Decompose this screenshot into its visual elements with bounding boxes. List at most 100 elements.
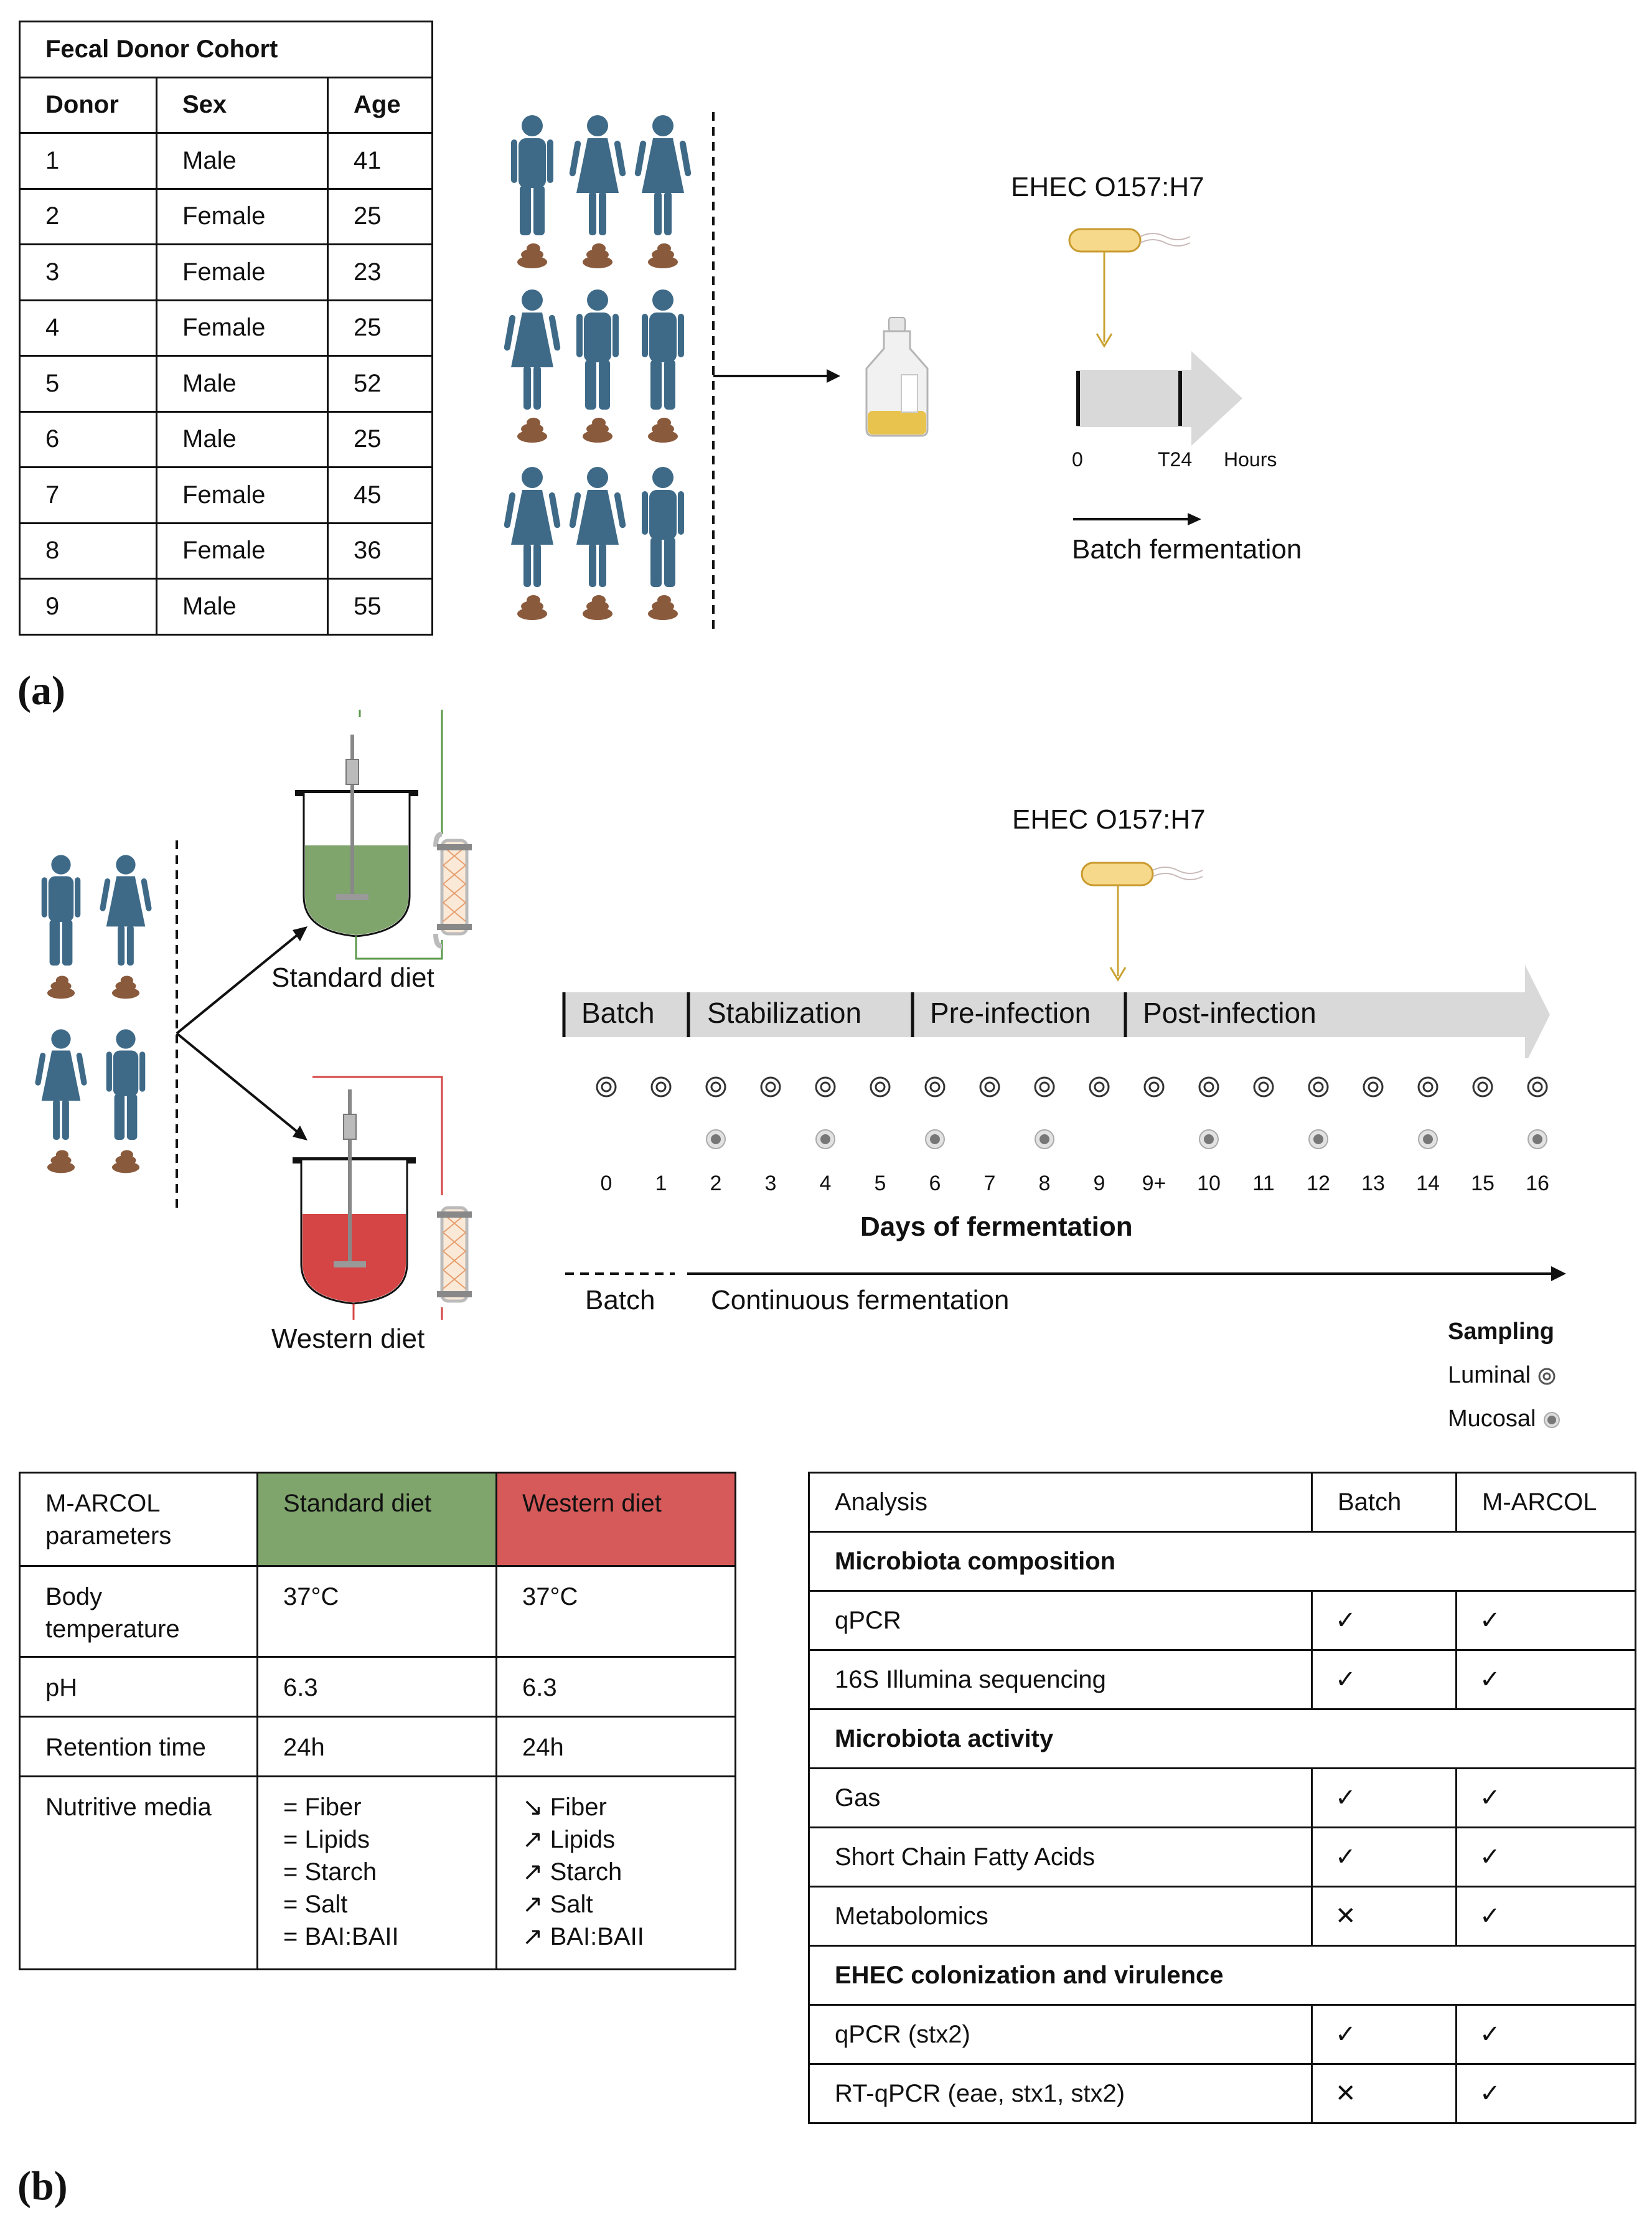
western-value: 6.3 bbox=[495, 1656, 736, 1718]
analysis-name: Metabolomics bbox=[808, 1886, 1313, 1947]
param-label: pH bbox=[19, 1656, 258, 1718]
standard-value: 37°C bbox=[256, 1565, 497, 1658]
donor-figures bbox=[504, 115, 692, 620]
analysis-name: 16S Illumina sequencing bbox=[808, 1649, 1313, 1710]
donor-age: 25 bbox=[327, 410, 433, 468]
mucosal-sample-marker bbox=[1035, 1129, 1054, 1149]
donor-id: 4 bbox=[19, 299, 157, 357]
batch-mark: ✓ bbox=[1311, 1826, 1457, 1887]
luminal-sample-marker bbox=[1363, 1076, 1384, 1098]
donor-id: 1 bbox=[19, 132, 157, 190]
standard-diet-header: Standard diet bbox=[256, 1472, 497, 1567]
marcol-header: M-ARCOL bbox=[1455, 1472, 1636, 1533]
standard-value: 6.3 bbox=[256, 1656, 497, 1718]
western-diet-label: Western diet bbox=[271, 1323, 425, 1354]
donor-sex: Female bbox=[156, 299, 329, 357]
mucosal-icon bbox=[1544, 1411, 1560, 1428]
marcol-mark: ✓ bbox=[1455, 1886, 1636, 1947]
bottle-icon bbox=[865, 317, 929, 437]
donor-sex: Female bbox=[156, 243, 329, 301]
timeline-strain-label: EHEC O157:H7 bbox=[1012, 804, 1206, 835]
batch-mark: ✓ bbox=[1311, 1767, 1457, 1828]
western-diet-header: Western diet bbox=[495, 1472, 736, 1567]
luminal-sample-marker bbox=[760, 1076, 781, 1098]
western-value: 37°C bbox=[495, 1565, 736, 1658]
donor-age: 23 bbox=[327, 243, 433, 301]
donor-id: 3 bbox=[19, 243, 157, 301]
section-title: Microbiota composition bbox=[808, 1531, 1636, 1592]
param-label: Body temperature bbox=[19, 1565, 258, 1658]
analysis-row: qPCR (stx2)✓✓ bbox=[808, 2004, 1636, 2065]
donor-age: 52 bbox=[327, 355, 433, 413]
mucosal-sample-marker bbox=[1418, 1129, 1438, 1149]
analysis-name: qPCR (stx2) bbox=[808, 2004, 1313, 2065]
marcol-mark: ✓ bbox=[1455, 1826, 1636, 1887]
mucosal-sample-marker bbox=[815, 1129, 835, 1149]
sampling-legend-title: Sampling bbox=[1448, 1319, 1555, 1345]
luminal-sample-marker bbox=[815, 1076, 836, 1098]
day-tick-label: 7 bbox=[983, 1172, 996, 1195]
donor-id: 9 bbox=[19, 578, 157, 636]
sampling-markers bbox=[596, 1076, 1548, 1149]
batch-mark: ✕ bbox=[1311, 2063, 1457, 2124]
luminal-icon bbox=[1538, 1368, 1556, 1385]
luminal-sample-marker bbox=[596, 1076, 617, 1098]
day-tick-label: 9 bbox=[1093, 1172, 1105, 1195]
batch-legend-arrow bbox=[1073, 513, 1201, 525]
bacterium-icon-b bbox=[1081, 862, 1203, 886]
western-reactor-icon bbox=[293, 1076, 472, 1320]
sex-header: Sex bbox=[156, 76, 329, 134]
donor-sex: Male bbox=[156, 355, 329, 413]
continuous-phase-label: Continuous fermentation bbox=[711, 1285, 1010, 1315]
day-tick-label: 10 bbox=[1197, 1172, 1221, 1195]
bioreactors bbox=[176, 710, 472, 1320]
day-tick-label: 14 bbox=[1416, 1172, 1440, 1195]
batch-unit-label: Hours bbox=[1224, 448, 1277, 471]
western-value: ↘ Fiber ↗ Lipids ↗ Starch ↗ Salt ↗ BAI:B… bbox=[495, 1775, 736, 1970]
mucosal-legend: Mucosal bbox=[1448, 1406, 1561, 1432]
luminal-sample-marker bbox=[1198, 1076, 1219, 1098]
day-tick-label: 15 bbox=[1471, 1172, 1495, 1195]
day-tick-label: 12 bbox=[1307, 1172, 1330, 1195]
params-header: M-ARCOL parameters bbox=[19, 1472, 258, 1567]
section-row: Microbiota activity bbox=[808, 1708, 1636, 1769]
donor-id: 5 bbox=[19, 355, 157, 413]
age-header: Age bbox=[327, 76, 433, 134]
marcol-parameters-table: M-ARCOL parameters Standard diet Western… bbox=[19, 1472, 736, 1970]
segment-batch: Batch bbox=[581, 997, 655, 1029]
standard-diet-label: Standard diet bbox=[271, 962, 434, 993]
section-row: EHEC colonization and virulence bbox=[808, 1945, 1636, 2006]
day-tick-label: 11 bbox=[1252, 1172, 1275, 1195]
luminal-sample-marker bbox=[924, 1076, 946, 1098]
day-tick-label: 0 bbox=[600, 1172, 612, 1195]
analysis-row: qPCR✓✓ bbox=[808, 1590, 1636, 1651]
donor-age: 55 bbox=[327, 578, 433, 636]
batch-mark: ✓ bbox=[1311, 1649, 1457, 1710]
day-tick-label: 16 bbox=[1526, 1172, 1549, 1195]
western-value: 24h bbox=[495, 1716, 736, 1777]
mucosal-sample-marker bbox=[1308, 1129, 1328, 1149]
luminal-sample-marker bbox=[1034, 1076, 1055, 1098]
analysis-row: 16S Illumina sequencing✓✓ bbox=[808, 1649, 1636, 1710]
standard-value: = Fiber = Lipids = Starch = Salt = BAI:B… bbox=[256, 1775, 497, 1970]
standard-value: 24h bbox=[256, 1716, 497, 1777]
day-tick-label: 5 bbox=[874, 1172, 886, 1195]
analysis-header: Analysis bbox=[808, 1472, 1313, 1533]
mucosal-legend-label: Mucosal bbox=[1448, 1406, 1536, 1432]
standard-reactor-icon bbox=[295, 710, 472, 960]
donor-table-caption: Fecal Donor Cohort bbox=[19, 21, 433, 78]
batch-timeline bbox=[1068, 228, 1242, 446]
luminal-sample-marker bbox=[1527, 1076, 1548, 1098]
day-tick-label: 1 bbox=[655, 1172, 667, 1195]
batch-tick-start: 0 bbox=[1072, 448, 1083, 471]
donor-age: 25 bbox=[327, 187, 433, 245]
fermentation-phase-arrow bbox=[565, 1266, 1566, 1281]
mucosal-sample-marker bbox=[706, 1129, 726, 1149]
analysis-row: RT-qPCR (eae, stx1, stx2)✕✓ bbox=[808, 2063, 1636, 2124]
segment-pre-infection: Pre-infection bbox=[930, 997, 1091, 1029]
batch-mark: ✓ bbox=[1311, 1590, 1457, 1651]
